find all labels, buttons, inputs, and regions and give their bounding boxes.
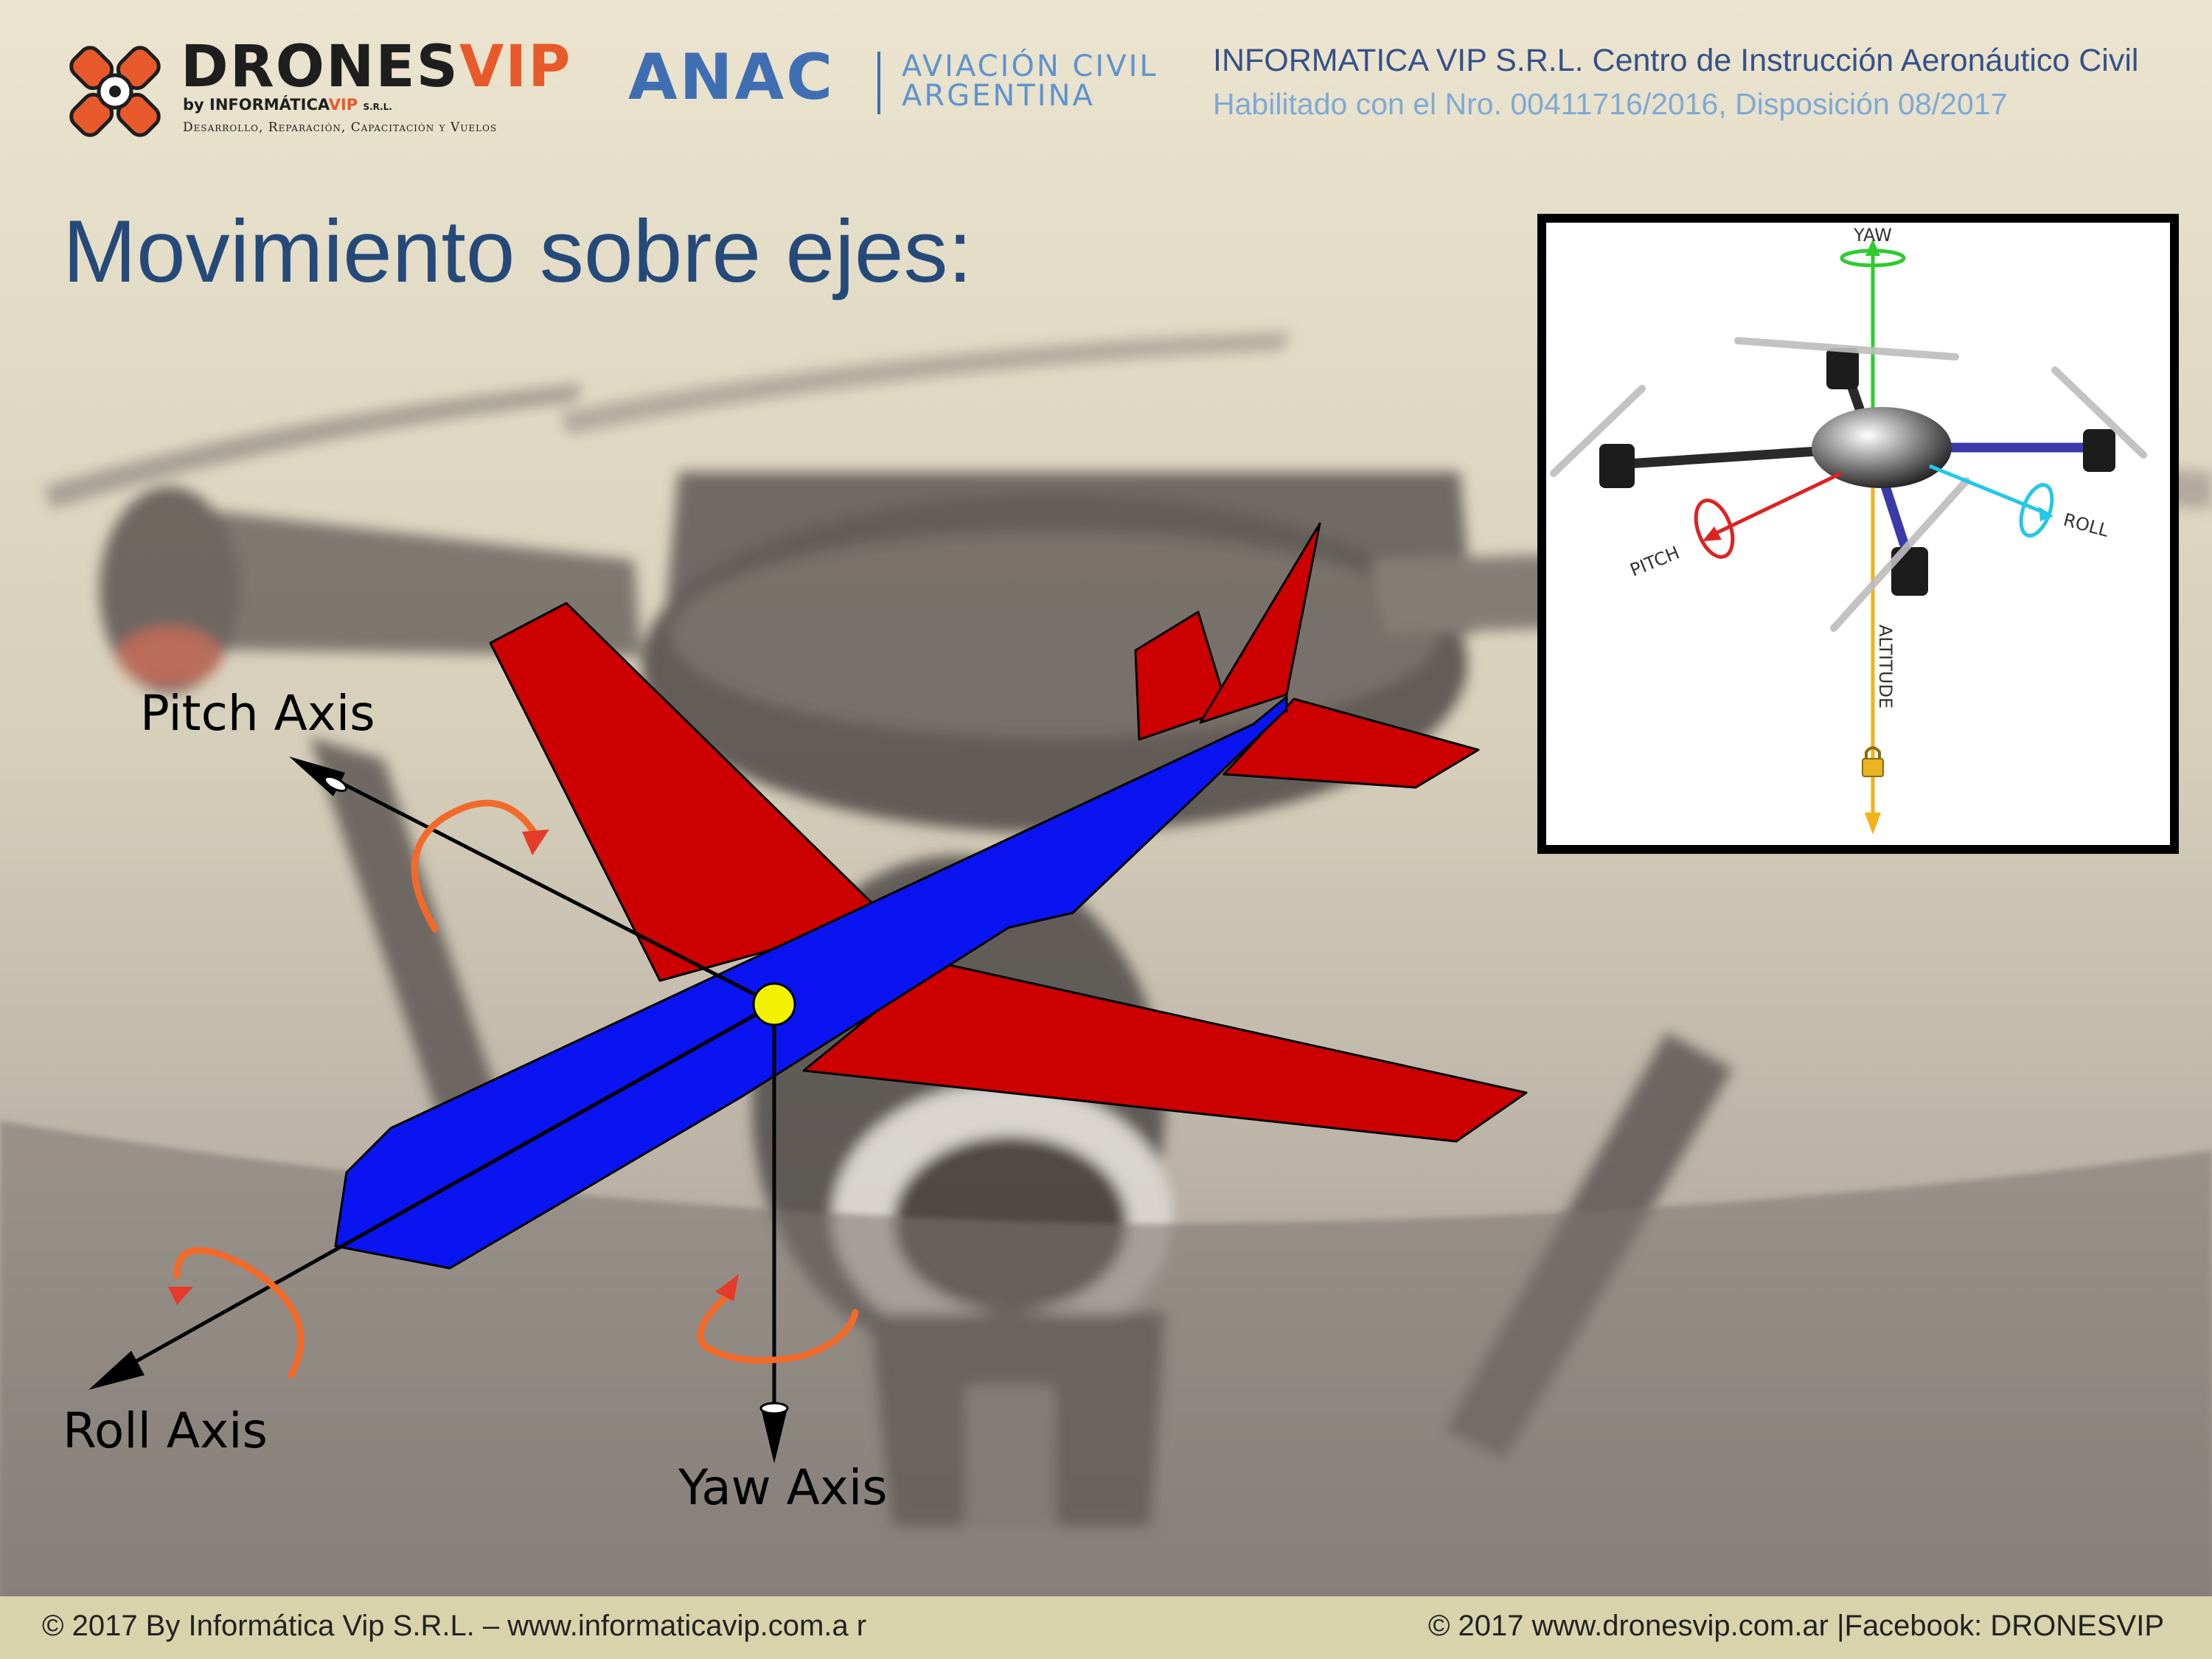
yaw-axis-label: Yaw Axis [678,1459,888,1516]
yaw-rotation [1840,248,1906,268]
anac-wordmark: ANAC [628,41,835,114]
dronesvip-tagline: Desarrollo, Reparación, Capacitación y V… [183,120,498,135]
anac-divider [877,52,880,114]
center-of-gravity [752,982,796,1026]
horizontal-stabilizer-right [1222,698,1480,789]
roll-label: ROLL [2061,509,2111,541]
slide-title: Movimiento sobre ejes: [63,202,973,301]
pitch-rotation [1694,498,1735,559]
roll-axis-arrowhead [88,1351,145,1390]
left-wing [489,602,879,982]
lock-icon [1862,746,1884,777]
roll-axis [1929,464,2048,516]
footer-copyright-dronesvip: © 2017 www.dronesvip.com.ar |Facebook: D… [1427,1610,2164,1642]
yaw-label: YAW [1853,225,1892,246]
pitch-rotation-arrow [411,799,538,933]
anac-line-1: AVIACIÓN CIVIL [902,49,1158,83]
vertical-stabilizer [1199,522,1321,724]
pitch-label: PITCH [1627,543,1683,581]
dronesvip-by-line: by INFORMÁTICAVIP S.R.L. [183,96,392,114]
roll-rotation-arrow [173,1247,305,1379]
yaw-axis-arrowhead [761,1408,787,1464]
quadcopter-axes-inset: YAW PITCH ROLL ALTITUDE [1537,214,2179,854]
footer-copyright-informaticavip: © 2017 By Informática Vip S.R.L. – www.i… [42,1610,867,1642]
dronesvip-wordmark: DRONESVIP [181,34,572,100]
pitch-axis-label: Pitch Axis [140,685,375,742]
institute-name: INFORMATICA VIP S.R.L. Centro de Instruc… [1213,43,2139,78]
dronesvip-logo-icon [69,46,161,137]
altitude-label: ALTITUDE [1875,625,1896,709]
footer-bar [0,1596,2212,1659]
roll-axis-label: Roll Axis [63,1402,268,1459]
roll-axis-line [116,1002,776,1374]
roll-rotation [2019,483,2054,538]
institute-registration: Habilitado con el Nro. 00411716/2016, Di… [1213,87,2008,121]
pitch-axis-line [308,765,776,1006]
horizontal-stabilizer [1134,611,1229,741]
fuselage [334,695,1288,1270]
anac-line-2: ARGENTINA [902,79,1095,113]
quadcopter-hub [1812,407,1952,488]
yaw-rotation-arrow [697,1287,859,1364]
